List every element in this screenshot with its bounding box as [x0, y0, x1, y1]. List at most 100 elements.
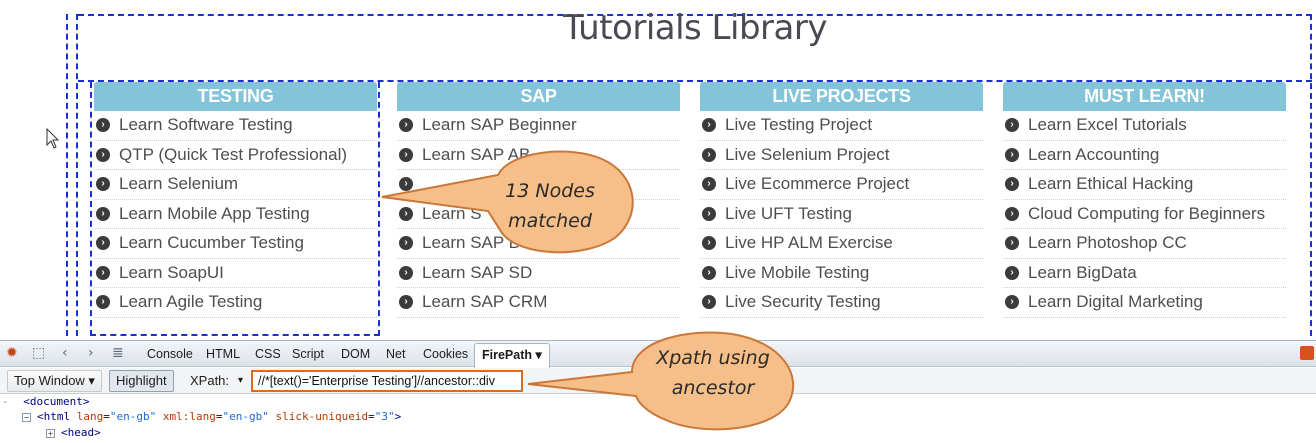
highlight-outline-left — [66, 14, 68, 336]
list-item-label[interactable]: Live Selenium Project — [725, 144, 890, 164]
list-item-label[interactable]: Learn Mobile App Testing — [119, 203, 310, 223]
list-item-label[interactable]: Learn Software Testing — [119, 115, 293, 135]
list-item-label[interactable]: Learn Ethical Hacking — [1028, 174, 1194, 194]
bullet-arrow-icon: › — [96, 236, 110, 251]
attr-name: xml:lang — [162, 410, 216, 423]
link-list: ›Learn Excel Tutorials ›Learn Accounting… — [1003, 111, 1286, 318]
dom-node-document[interactable]: - <document> — [2, 395, 89, 408]
list-item[interactable]: ›QTP (Quick Test Professional) — [94, 141, 377, 170]
list-item[interactable]: ›Live Testing Project — [700, 111, 983, 141]
list-item-label[interactable]: Learn SoapUI — [119, 262, 224, 282]
list-item[interactable]: ›Live HP ALM Exercise — [700, 229, 983, 259]
list-item-label[interactable]: Live UFT Testing — [725, 203, 852, 223]
html-tag-close: > — [394, 410, 402, 423]
list-item[interactable]: ›Learn Photoshop CC — [1003, 229, 1286, 259]
list-item-label[interactable]: Learn BigData — [1028, 262, 1137, 282]
bullet-arrow-icon: › — [96, 265, 110, 280]
command-line-icon[interactable]: ≣ — [112, 345, 124, 361]
list-item[interactable]: ›Learn Software Testing — [94, 111, 377, 141]
list-item[interactable]: › Cloud Computing for Beginners — [1003, 200, 1286, 229]
list-item-label[interactable]: QTP (Quick Test Professional) — [119, 144, 348, 164]
list-item-label[interactable]: Learn SAP B — [422, 233, 520, 253]
column-header: MUST LEARN! — [1003, 82, 1286, 111]
tab-firepath[interactable]: FirePath ▾ — [474, 343, 550, 368]
firebug-icon[interactable]: ✹ — [6, 345, 18, 361]
list-item-label[interactable]: Live Mobile Testing — [725, 262, 870, 282]
bullet-arrow-icon: › — [399, 295, 413, 310]
highlight-outline-right — [1310, 14, 1312, 336]
attr-name: lang — [76, 410, 104, 423]
link-list: ›Learn Software Testing ›QTP (Quick Test… — [94, 111, 377, 318]
bullet-arrow-icon: › — [702, 206, 716, 221]
bullet-arrow-icon: › — [702, 265, 716, 280]
list-item-label[interactable]: Learn SAP AB — [422, 144, 531, 164]
highlight-outline-row — [78, 80, 1312, 82]
inspect-icon[interactable]: ⬚ — [32, 345, 46, 361]
column-testing: TESTING ›Learn Software Testing ›QTP (Qu… — [94, 82, 377, 318]
back-icon[interactable]: ‹ — [62, 345, 68, 361]
list-item-label[interactable]: Learn Digital Marketing — [1028, 292, 1203, 312]
list-item[interactable]: ›Live Ecommerce Project — [700, 170, 983, 200]
top-window-dropdown[interactable]: Top Window ▾ — [7, 370, 102, 392]
list-item[interactable]: ›Learn Mobile App Testing — [94, 200, 377, 229]
list-item-label[interactable]: Live Security Testing — [725, 292, 881, 312]
list-item[interactable]: ›Learn Ethical Hacking — [1003, 170, 1286, 200]
list-item[interactable]: ›Live Security Testing — [700, 288, 983, 318]
callout-xpath-line1: Xpath using — [656, 347, 770, 369]
tab-script[interactable]: Script — [292, 347, 324, 361]
list-item[interactable]: ›Learn BigData — [1003, 259, 1286, 288]
callout-xpath-text: Xpath using ancestor — [648, 343, 778, 403]
callout-nodes-line2: matched — [508, 210, 592, 232]
callout-nodes-text: 13 Nodes matched — [495, 176, 605, 236]
expand-icon[interactable]: + — [46, 428, 55, 438]
link-list: ›Learn SAP Beginner ›Learn SAP AB › ›Lea… — [397, 111, 680, 318]
dom-node-head[interactable]: +<head> — [46, 426, 101, 439]
list-item[interactable]: › Learn SAP Beginner — [397, 111, 680, 141]
xpath-input[interactable]: //*[text()='Enterprise Testing']//ancest… — [251, 370, 523, 392]
list-item[interactable]: › Learn SAP CRM — [397, 288, 680, 318]
list-item-label[interactable]: Learn Cucumber Testing — [119, 233, 304, 253]
list-item-label[interactable]: Learn SAP Beginner — [422, 115, 577, 135]
forward-icon[interactable]: › — [88, 345, 94, 361]
list-item-label[interactable]: Cloud Computing for Beginners — [1028, 203, 1266, 223]
list-item[interactable]: ›Learn SAP SD — [397, 259, 680, 288]
tab-html[interactable]: HTML — [206, 347, 241, 361]
list-item[interactable]: ›Learn SAP B — [397, 229, 680, 259]
tab-net[interactable]: Net — [386, 347, 406, 361]
close-firebug-icon[interactable] — [1300, 346, 1314, 360]
tab-cookies[interactable]: Cookies — [423, 347, 469, 361]
list-item[interactable]: ›Learn Accounting — [1003, 141, 1286, 170]
highlight-button[interactable]: Highlight — [109, 370, 174, 392]
list-item[interactable]: ›Learn Digital Marketing — [1003, 288, 1286, 318]
list-item[interactable]: ›Learn Selenium — [94, 170, 377, 200]
list-item[interactable]: › Learn Cucumber Testing — [94, 229, 377, 259]
cursor-icon — [46, 128, 60, 149]
list-item-label[interactable]: Learn Accounting — [1028, 144, 1160, 164]
tab-dom[interactable]: DOM — [341, 347, 371, 361]
bullet-arrow-icon: › — [1005, 206, 1019, 221]
list-item-label[interactable]: Live HP ALM Exercise — [725, 233, 893, 253]
list-item-label[interactable]: Learn Selenium — [119, 174, 239, 194]
list-item-label[interactable]: Learn Photoshop CC — [1028, 233, 1187, 253]
list-item-label[interactable]: Learn SAP SD — [422, 262, 533, 282]
list-item[interactable]: ›Learn Agile Testing — [94, 288, 377, 318]
collapse-icon[interactable]: - — [2, 395, 9, 408]
bullet-arrow-icon: › — [399, 118, 413, 133]
list-item[interactable]: ›Learn Excel Tutorials — [1003, 111, 1286, 141]
list-item[interactable]: › Live Mobile Testing — [700, 259, 983, 288]
page-title: Tutorials Library — [563, 8, 827, 48]
list-item-label[interactable]: Learn Agile Testing — [119, 292, 263, 312]
tab-css[interactable]: CSS — [255, 347, 281, 361]
xpath-label: XPath: — [190, 373, 230, 388]
list-item[interactable]: ›Live Selenium Project — [700, 141, 983, 170]
dom-node-html[interactable]: −<html lang="en-gb" xml:lang="en-gb" sli… — [22, 410, 401, 423]
collapse-icon[interactable]: − — [22, 412, 31, 422]
list-item-label[interactable]: Learn Excel Tutorials — [1028, 115, 1187, 135]
xpath-dropdown-icon[interactable]: ▾ — [238, 375, 244, 386]
list-item[interactable]: › Learn SoapUI — [94, 259, 377, 288]
list-item-label[interactable]: Live Testing Project — [725, 115, 873, 135]
list-item-label[interactable]: Live Ecommerce Project — [725, 174, 910, 194]
list-item-label[interactable]: Learn SAP CRM — [422, 292, 548, 312]
list-item[interactable]: › Live UFT Testing — [700, 200, 983, 229]
tab-console[interactable]: Console — [147, 347, 193, 361]
